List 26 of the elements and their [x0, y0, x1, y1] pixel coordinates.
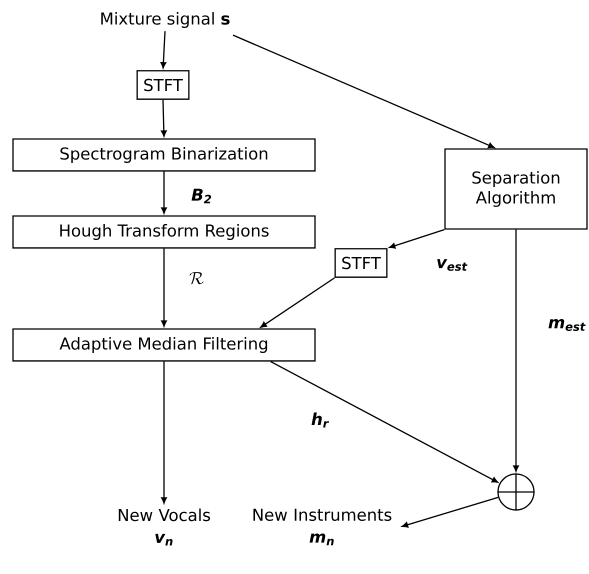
process-box: Spectrogram Binarization [12, 138, 316, 172]
arrow [260, 277, 335, 328]
arrow [513, 230, 519, 472]
process-box: Adaptive Median Filtering [12, 328, 316, 362]
arrow [160, 100, 167, 137]
arrow [160, 31, 166, 68]
arrow [161, 172, 167, 214]
arrow [389, 229, 445, 249]
arrow [161, 362, 167, 504]
edge-label: B$_{2}$ [190, 188, 214, 204]
edge-label: h$_{r}$ [310, 411, 330, 429]
process-box: Hough Transform Regions [12, 215, 316, 249]
sum-circle [497, 473, 535, 511]
process-box: Separation Algorithm [444, 148, 588, 230]
edge-label: $\mathcal{R}$ [188, 271, 205, 285]
output-label: New Vocals v$_{n}$ [118, 508, 210, 546]
edge-label: m$_{est}$ [547, 318, 587, 332]
output-label: New Instruments m$_{n}$ [253, 508, 392, 546]
arrow [270, 361, 498, 483]
arrow [161, 248, 167, 327]
signal-label: Mixture signal s [101, 12, 230, 28]
arrow [402, 496, 498, 528]
arrow [232, 34, 495, 148]
process-box: STFT [334, 248, 388, 278]
edge-label: v$_{est}$ [435, 258, 469, 272]
process-box: STFT [136, 70, 190, 100]
